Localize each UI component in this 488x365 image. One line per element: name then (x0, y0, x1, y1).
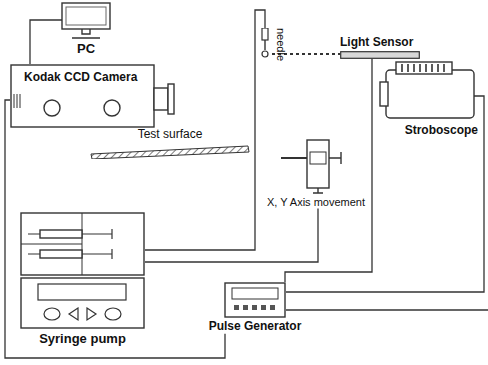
xy-stage: X, Y Axis movement (266, 136, 366, 209)
computer: PC (58, 2, 114, 57)
node-label: Test surface (138, 128, 203, 142)
node-label: Pulse Generator (209, 320, 302, 334)
cable (5, 100, 225, 358)
cable (145, 209, 318, 262)
sensor-bar (340, 51, 420, 59)
output-cable (286, 309, 488, 310)
cable (286, 96, 484, 292)
node-label: X, Y Axis movement (267, 196, 365, 209)
cable (30, 20, 62, 64)
pulse-generator: Pulse Generator (205, 282, 305, 334)
syringe-pump-icon (20, 212, 145, 330)
stroboscope-icon (378, 60, 478, 122)
monitor-icon (58, 2, 114, 40)
node-label: Kodak CCD Camera (10, 64, 137, 85)
stroboscope: Stroboscope (378, 60, 478, 138)
ccd-camera: Kodak CCD Camera (10, 64, 175, 128)
cable (285, 59, 372, 282)
node-label: Light Sensor (340, 36, 413, 50)
test-surface-bar (90, 143, 250, 159)
test-surface: Test surface (90, 128, 250, 159)
light-sensor: Light Sensor (340, 36, 420, 59)
syringe-pump: Syringe pump (20, 212, 145, 347)
xy-stage-icon (281, 136, 351, 194)
node-label: Stroboscope (405, 124, 478, 138)
node-label: needle (274, 28, 287, 61)
pulse-generator-icon (224, 282, 286, 318)
needle: needle (258, 28, 287, 61)
node-label: PC (77, 42, 95, 57)
needle-icon (258, 28, 272, 58)
node-label: Syringe pump (39, 332, 126, 347)
